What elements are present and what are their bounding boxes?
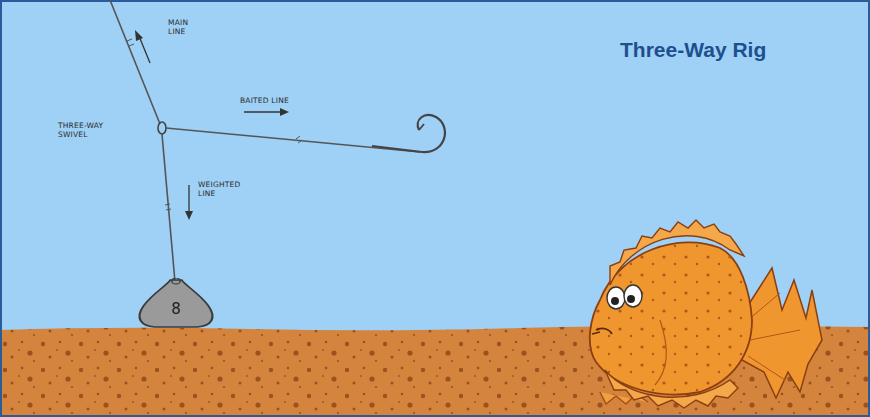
fish-hook (372, 115, 445, 152)
hook-barb (419, 124, 424, 130)
line-knot (165, 204, 171, 210)
weighted-line (162, 134, 175, 282)
arrowhead (135, 30, 143, 41)
flounder-fish (590, 220, 822, 408)
sinker-weight: 8 (135, 278, 217, 328)
direction-arrow (188, 185, 189, 213)
baited-line (166, 128, 420, 152)
arrowhead (280, 108, 289, 116)
part-label: THREE-WAY SWIVEL (58, 121, 108, 140)
part-label: WEIGHTED LINE (198, 180, 246, 199)
direction-arrow (244, 111, 282, 112)
main-line (110, 0, 160, 124)
part-label: MAIN LINE (168, 18, 200, 37)
arrowhead (185, 211, 193, 220)
part-label: BAITED LINE (240, 96, 320, 105)
line-knot (127, 39, 134, 46)
sinker-number: 8 (135, 300, 217, 318)
three-way-swivel (158, 122, 166, 134)
diagram-title: Three-Way Rig (620, 38, 766, 62)
direction-arrow (139, 36, 150, 63)
line-knot (296, 136, 302, 143)
